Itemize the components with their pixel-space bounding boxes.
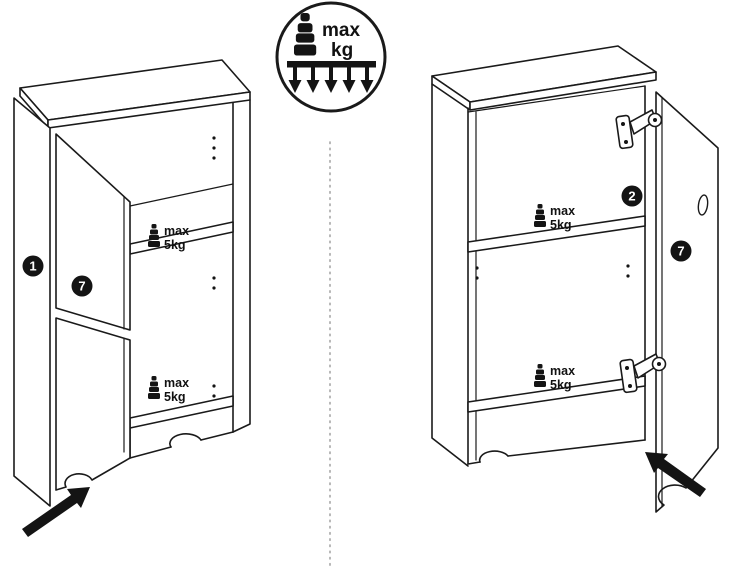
weight-icon	[294, 13, 317, 56]
bottom-panel	[467, 375, 646, 413]
cabinet-door	[655, 91, 719, 513]
step-number-label: 7	[677, 244, 684, 259]
cabinet-top-panel	[431, 45, 657, 111]
step-callout-1: 1	[22, 255, 44, 277]
plinth-arch-cutout	[478, 450, 509, 463]
step-number-label: 2	[628, 189, 635, 204]
weight-icon	[534, 204, 546, 227]
interior-ceiling-edge	[467, 85, 646, 113]
weight-label: 5kg	[164, 390, 186, 404]
max-label: max	[164, 224, 189, 238]
hinge-hole-marks	[212, 136, 216, 398]
max-load-badge: max kg	[275, 1, 387, 113]
max-label: max	[164, 376, 189, 390]
cabinet-door	[55, 133, 131, 491]
step-callout-2: 2	[621, 185, 643, 207]
max-label: max	[550, 364, 575, 378]
weight-icon	[148, 224, 160, 247]
side-panel	[13, 97, 51, 507]
weight-icon	[148, 376, 160, 399]
plinth-arch-cutout	[169, 433, 202, 448]
middle-shelf	[467, 215, 646, 253]
lower-door-front	[55, 317, 131, 491]
step-number-label: 7	[78, 279, 85, 294]
shelf-pin-marks	[475, 264, 630, 280]
weight-label: 5kg	[550, 378, 572, 392]
right-cabinet-figure: 2 7 max 5kg max 5kg	[431, 45, 719, 513]
direction-arrow-icon	[22, 487, 90, 537]
door-handle-cutout	[697, 194, 709, 216]
top-shelf-load-label: max 5kg	[148, 224, 189, 252]
right-outer-edge	[232, 99, 251, 433]
weight-label: 5kg	[550, 218, 572, 232]
badge-kg-label: kg	[331, 40, 353, 61]
step-callout-7: 7	[71, 275, 93, 297]
bottom-shelf-load-label: max 5kg	[534, 364, 575, 392]
bottom-hinge-icon	[619, 353, 667, 394]
direction-arrow-icon	[645, 452, 706, 497]
cabinet-carcass	[129, 99, 251, 459]
left-outer-edge	[431, 83, 469, 467]
badge-max-label: max	[322, 20, 360, 41]
left-cabinet-figure: 1 7 max 5kg max 5kg	[13, 59, 251, 537]
plinth-bottom-edge	[129, 431, 234, 459]
step-callout-7: 7	[670, 240, 692, 262]
upper-door-front	[55, 133, 131, 331]
top-shelf-load-label: max 5kg	[534, 204, 575, 232]
weight-icon	[534, 364, 546, 387]
plinth-bottom-edge	[467, 439, 646, 465]
down-arrows-icon	[288, 67, 374, 93]
step-number-label: 1	[29, 259, 36, 274]
weight-label: 5kg	[164, 238, 186, 252]
bottom-shelf-load-label: max 5kg	[148, 376, 189, 404]
top-hinge-icon	[615, 109, 663, 150]
load-surface-bar	[287, 61, 376, 68]
cabinet-carcass	[431, 83, 646, 467]
max-label: max	[550, 204, 575, 218]
cabinet-top-panel	[19, 59, 251, 129]
interior-ceiling-edge	[129, 183, 234, 207]
door-front	[655, 91, 719, 513]
